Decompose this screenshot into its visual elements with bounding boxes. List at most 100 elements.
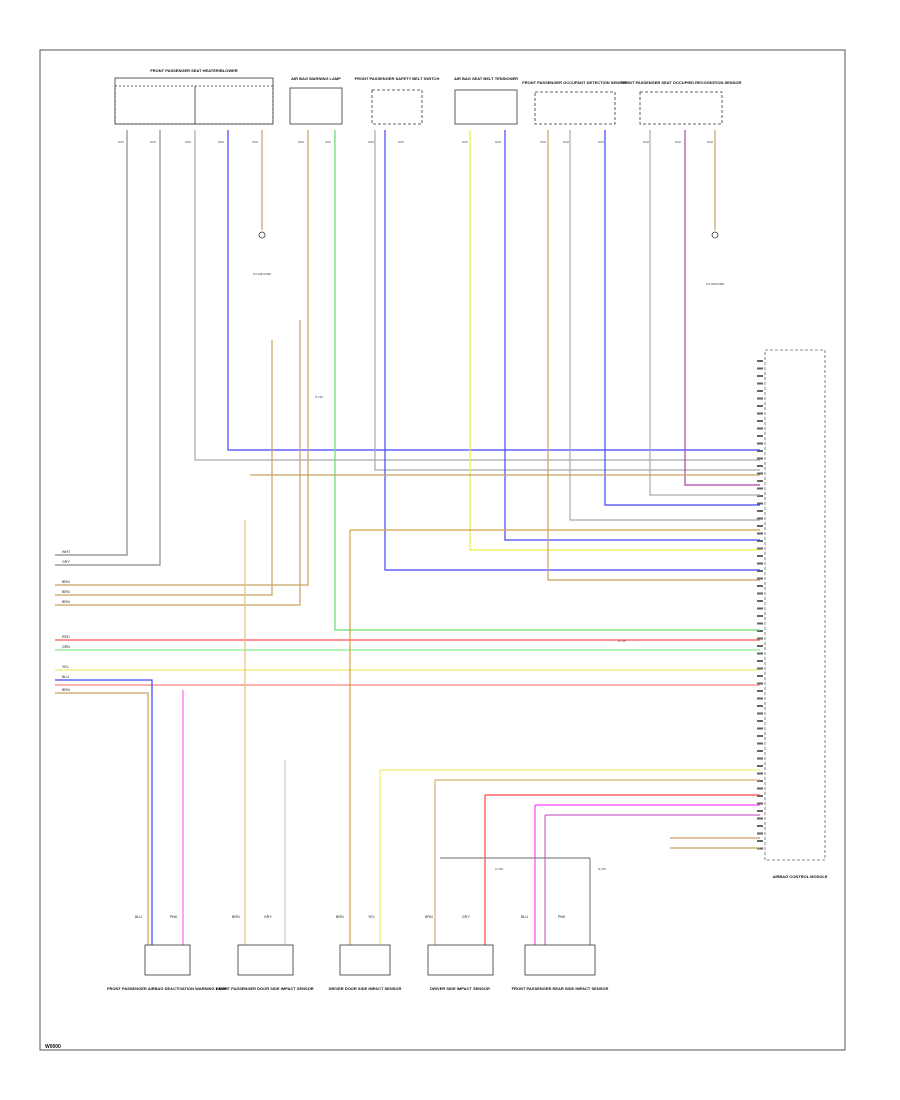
module-pin [757,697,763,700]
component-seat-heater-inner-1 [114,85,196,125]
module-pin [757,750,763,752]
pin-13: XXX [563,140,569,144]
pin-10: XXX [462,140,468,144]
module-pin [757,517,763,520]
bottom-title-1: FRONT PASSENGER AIRBAG DEACTIVATION WARN… [107,986,227,991]
module-pin [757,682,763,685]
module-pin [757,480,763,482]
ground-symbols [258,231,719,239]
splice-label-3: S-TW [598,867,606,871]
module-pin [757,735,763,737]
wire-purple-1 [684,130,760,486]
ground-label-1: CA GROUND [253,272,272,276]
title-belt-tensioner: AIR BAG SEAT BELT TENSIONER [454,76,518,81]
title-belt-switch: FRONT PASSENGER SAFETY BELT SWITCH [355,76,440,81]
title-airbag-lamp: AIR BAG WARNING LAMP [291,76,341,81]
module-pin [757,412,763,415]
module-pin [757,825,763,827]
module-pin [757,637,763,640]
module-pin [757,742,763,745]
bottom-wire-5b: PNK [558,915,566,919]
module-pin [757,540,763,542]
module-pin [757,562,763,565]
module-pin [757,577,763,580]
module-pin [757,667,763,670]
bottom-wire-2a: BRN [232,915,240,919]
diagram-stamp: W0000 [45,1044,61,1050]
airbag-control-module: AIRBAG CONTROL MODULE [757,349,828,879]
pin-5: XXX [252,140,258,144]
module-pin [757,585,763,587]
wire-gray-3 [194,130,760,461]
component-occupant-detect [534,91,616,125]
component-airbag-lamp [289,87,343,125]
pin-14: XXX [598,140,604,144]
wire-blue-4 [604,130,760,506]
module-pin-column [757,360,763,850]
module-pin [757,450,763,452]
module-pin [757,375,763,377]
component-pass-rear-sensor [524,944,596,976]
module-pin [757,645,763,647]
module-pin [757,525,763,527]
module-pin [757,457,763,460]
module-pin [757,427,763,430]
bottom-wire-labels: BLU PNK BRN GRY BRN YEL BRN GRY BLU PNK [135,915,566,919]
component-seat-occupied [639,91,723,125]
top-titles: FRONT PASSENGER SEAT HEATER/BLOWER AIR B… [150,68,741,85]
module-pin [757,690,763,692]
module-pin [757,787,763,790]
wire-gray-4 [374,130,760,471]
wire-brn-3 [55,692,149,945]
ground-symbol-2 [711,231,719,239]
wire-gray-6 [649,130,760,496]
pin-16: XXX [675,140,681,144]
module-pin [757,780,763,782]
module-pin [757,510,763,512]
module-pin [757,817,763,820]
wire-tan-3 [55,320,301,606]
pin-11: XXX [495,140,501,144]
module-pin [757,795,763,797]
module-pin [757,720,763,722]
module-pin [757,832,763,835]
pin-8: XXX [368,140,374,144]
wire-blue-1 [227,130,760,451]
wire-yellow-1 [469,130,760,551]
pin-2: XXX [150,140,156,144]
pin-7: XXX [325,140,331,144]
module-pin [757,495,763,497]
wire-tan-2 [55,340,273,596]
splice-label-2: C-TW [495,867,503,871]
title-seat-heater: FRONT PASSENGER SEAT HEATER/BLOWER [150,68,237,73]
module-pin [757,622,763,625]
module-label: AIRBAG CONTROL MODULE [772,874,827,879]
bottom-wire-4b: GRY [462,915,470,919]
left-label-8: YEL [62,665,69,669]
ground-symbol-1 [258,231,266,239]
module-pin [757,840,763,842]
bottom-title-2: FRONT PASSENGER DOOR SIDE IMPACT SENSOR [216,986,314,991]
left-label-7: GRN [62,645,70,649]
bottom-wire-5a: BLU [521,915,528,919]
wire-gray-2 [55,130,161,566]
left-label-6: RED [62,635,70,639]
module-pin [757,532,763,535]
module-pin [757,802,763,805]
component-seat-heater-inner-2 [194,85,274,125]
module-pin [757,727,763,730]
pin-17: XXX [707,140,713,144]
module-pin [757,487,763,490]
module-pin [757,675,763,677]
component-deactivation-lamp [144,944,191,976]
bottom-wire-4a: BRN [425,915,433,919]
component-pass-door-sensor [237,944,294,976]
wire-gray-1 [55,130,128,556]
bottom-title-4: DRIVER SIDE IMPACT SENSOR [430,986,490,991]
module-pin [757,367,763,370]
pin-3: XXX [185,140,191,144]
module-pin [757,555,763,557]
module-pin [757,607,763,610]
module-pin [757,712,763,715]
